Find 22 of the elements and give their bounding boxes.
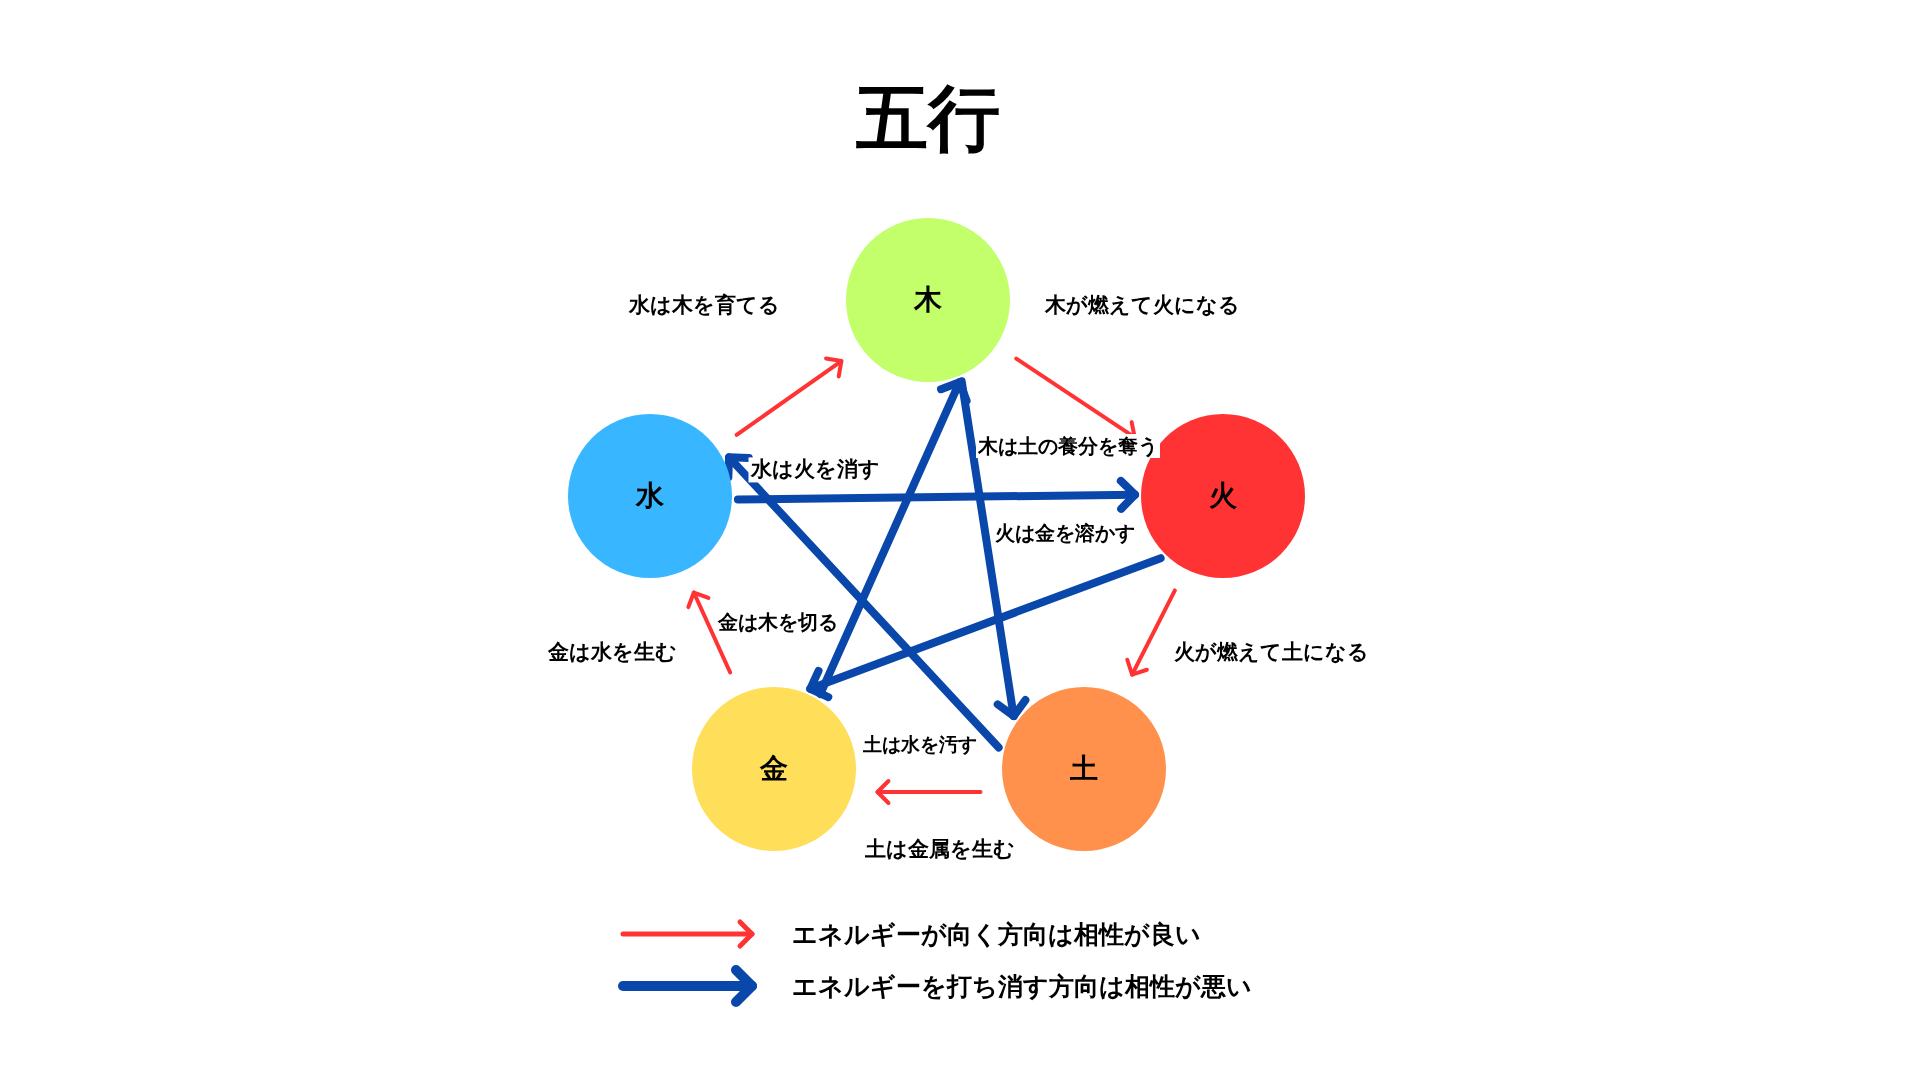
edge-label: 金は水を生む <box>545 640 679 666</box>
legend-text: エネルギーが向く方向は相性が良い <box>792 918 1201 951</box>
legend-text: エネルギーを打ち消す方向は相性が悪い <box>792 970 1252 1003</box>
element-name: 土 <box>1070 751 1098 787</box>
arrow <box>1125 588 1177 677</box>
arrow <box>816 378 971 699</box>
arrow <box>957 377 1030 721</box>
edge-label: 土は金属を生む <box>863 837 1017 863</box>
arrow <box>733 476 1139 513</box>
arrow <box>724 453 1003 752</box>
edge-label: 木は土の養分を奪う <box>976 434 1160 458</box>
element-name: 木 <box>914 282 942 318</box>
element-name: 水 <box>636 478 664 514</box>
arrow <box>686 590 733 675</box>
element-name: 金 <box>760 751 788 787</box>
diagram-title: 五行 <box>856 75 1000 162</box>
edge-label: 火は金を溶かす <box>993 521 1137 545</box>
arrow <box>806 554 1165 702</box>
edge-label: 土は水を汚す <box>861 732 979 756</box>
arrow <box>875 779 983 805</box>
element-name: 火 <box>1209 478 1237 514</box>
arrow <box>734 356 844 437</box>
